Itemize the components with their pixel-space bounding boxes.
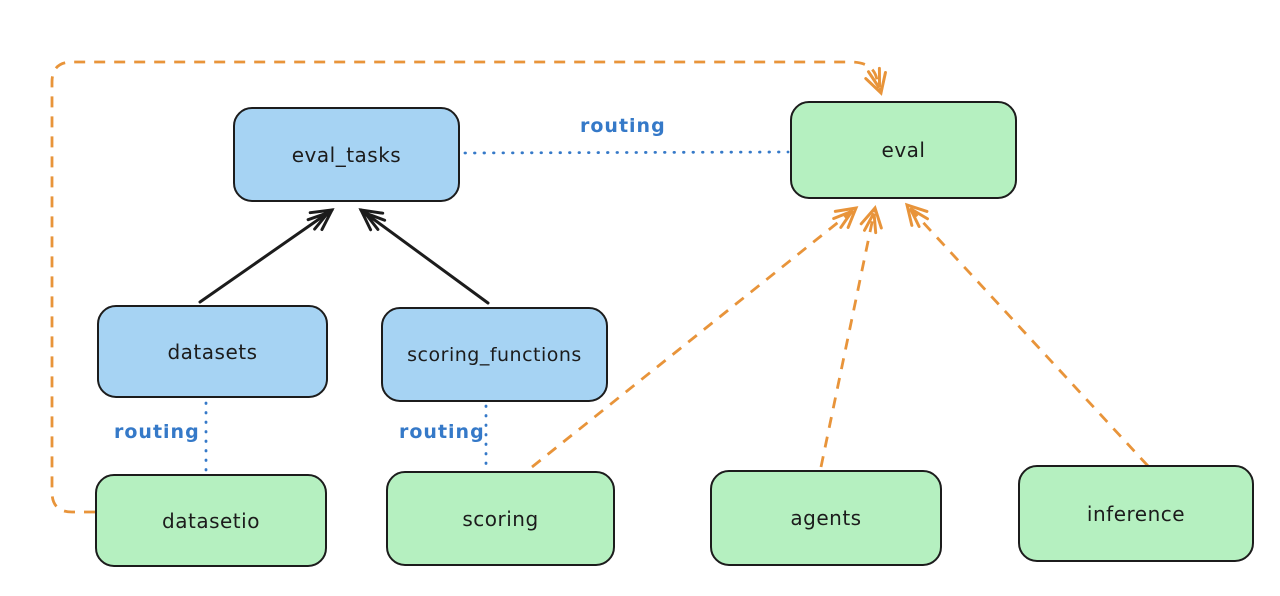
node-scoring: scoring bbox=[386, 471, 615, 566]
edge-inference-to-eval bbox=[904, 202, 1150, 467]
routing-label-datasets-datasetio: routing bbox=[114, 421, 200, 443]
edge-agents-to-eval bbox=[819, 205, 883, 468]
edge-datasetio-to-eval bbox=[50, 60, 887, 514]
routing-label-scoring-functions-scoring: routing bbox=[399, 421, 485, 443]
node-datasets: datasets bbox=[97, 305, 328, 398]
node-scoring-label: scoring bbox=[462, 506, 539, 531]
edge-eval-tasks-to-eval-routing bbox=[463, 150, 790, 155]
node-datasetio-label: datasetio bbox=[162, 508, 260, 533]
node-datasets-label: datasets bbox=[167, 339, 258, 364]
node-eval-tasks: eval_tasks bbox=[233, 107, 460, 202]
node-eval: eval bbox=[790, 101, 1017, 199]
node-datasetio: datasetio bbox=[95, 474, 327, 567]
node-eval-label: eval bbox=[881, 138, 926, 162]
routing-label-eval-tasks-eval: routing bbox=[580, 115, 666, 137]
node-scoring-functions: scoring_functions bbox=[381, 307, 608, 402]
edge-scoring-functions-to-eval-tasks bbox=[358, 208, 490, 305]
node-inference-label: inference bbox=[1086, 501, 1186, 526]
node-agents-label: agents bbox=[790, 506, 862, 530]
node-eval-tasks-label: eval_tasks bbox=[291, 142, 402, 167]
node-scoring-functions-label: scoring_functions bbox=[407, 343, 582, 366]
edge-datasets-to-eval-tasks bbox=[198, 208, 335, 304]
node-inference: inference bbox=[1018, 465, 1254, 562]
node-agents: agents bbox=[710, 470, 942, 566]
